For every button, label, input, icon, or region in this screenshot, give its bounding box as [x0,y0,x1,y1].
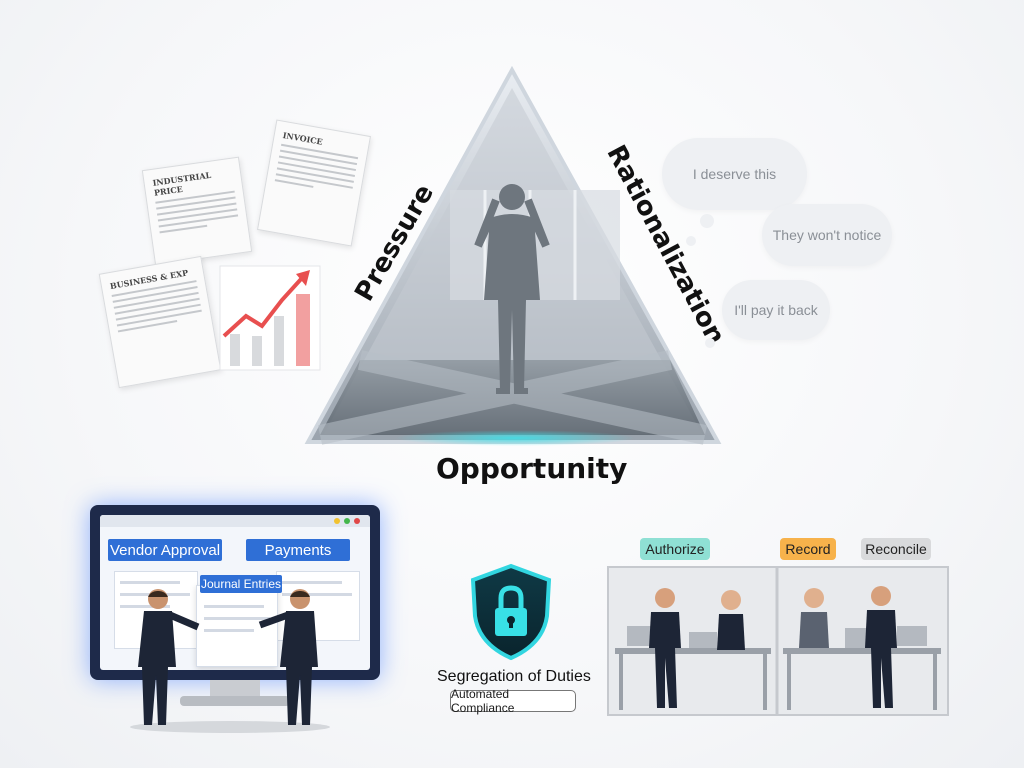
thought-bubble-3: I'll pay it back [722,280,830,340]
window-header-bar [100,515,370,527]
office-scene [615,568,941,714]
segregation-of-duties-label: Segregation of Duties [437,668,591,685]
fraud-triangle [304,65,722,446]
vendor-approval-button[interactable]: Vendor Approval [108,539,222,561]
window-dot [354,518,360,524]
stressed-man-figure [474,184,550,394]
thought-dot [705,338,715,348]
opportunity-label: Opportunity [436,452,628,485]
window-dot [334,518,340,524]
invoice-document-1: INDUSTRIAL PRICE [141,156,253,266]
record-tag: Record [780,538,836,560]
lock-shield-icon [470,563,552,661]
thought-text-3: I'll pay it back [734,302,818,318]
thought-dot [700,214,714,228]
automated-compliance-badge: Automated Compliance [450,687,576,715]
authorize-tag: Authorize [640,538,710,560]
invoice-document-2: INVOICE [257,119,371,247]
thought-bubble-2: They won't notice [762,204,892,266]
reconcile-tag: Reconcile [861,538,931,560]
invoice-document-3: BUSINESS & EXP [98,255,222,389]
monitor-base [180,696,290,706]
thought-bubble-1: I deserve this [662,138,807,210]
thought-text-1: I deserve this [692,166,777,182]
office-workers-panel [607,566,949,716]
monitor-stand [210,680,260,698]
journal-entries-button[interactable]: Journal Entries [200,575,282,593]
rising-chart-icon [219,265,321,371]
thought-dot [686,236,696,246]
payments-button[interactable]: Payments [246,539,350,561]
two-businessmen-figure [130,589,330,733]
window-dot [344,518,350,524]
thought-text-2: They won't notice [772,227,882,243]
